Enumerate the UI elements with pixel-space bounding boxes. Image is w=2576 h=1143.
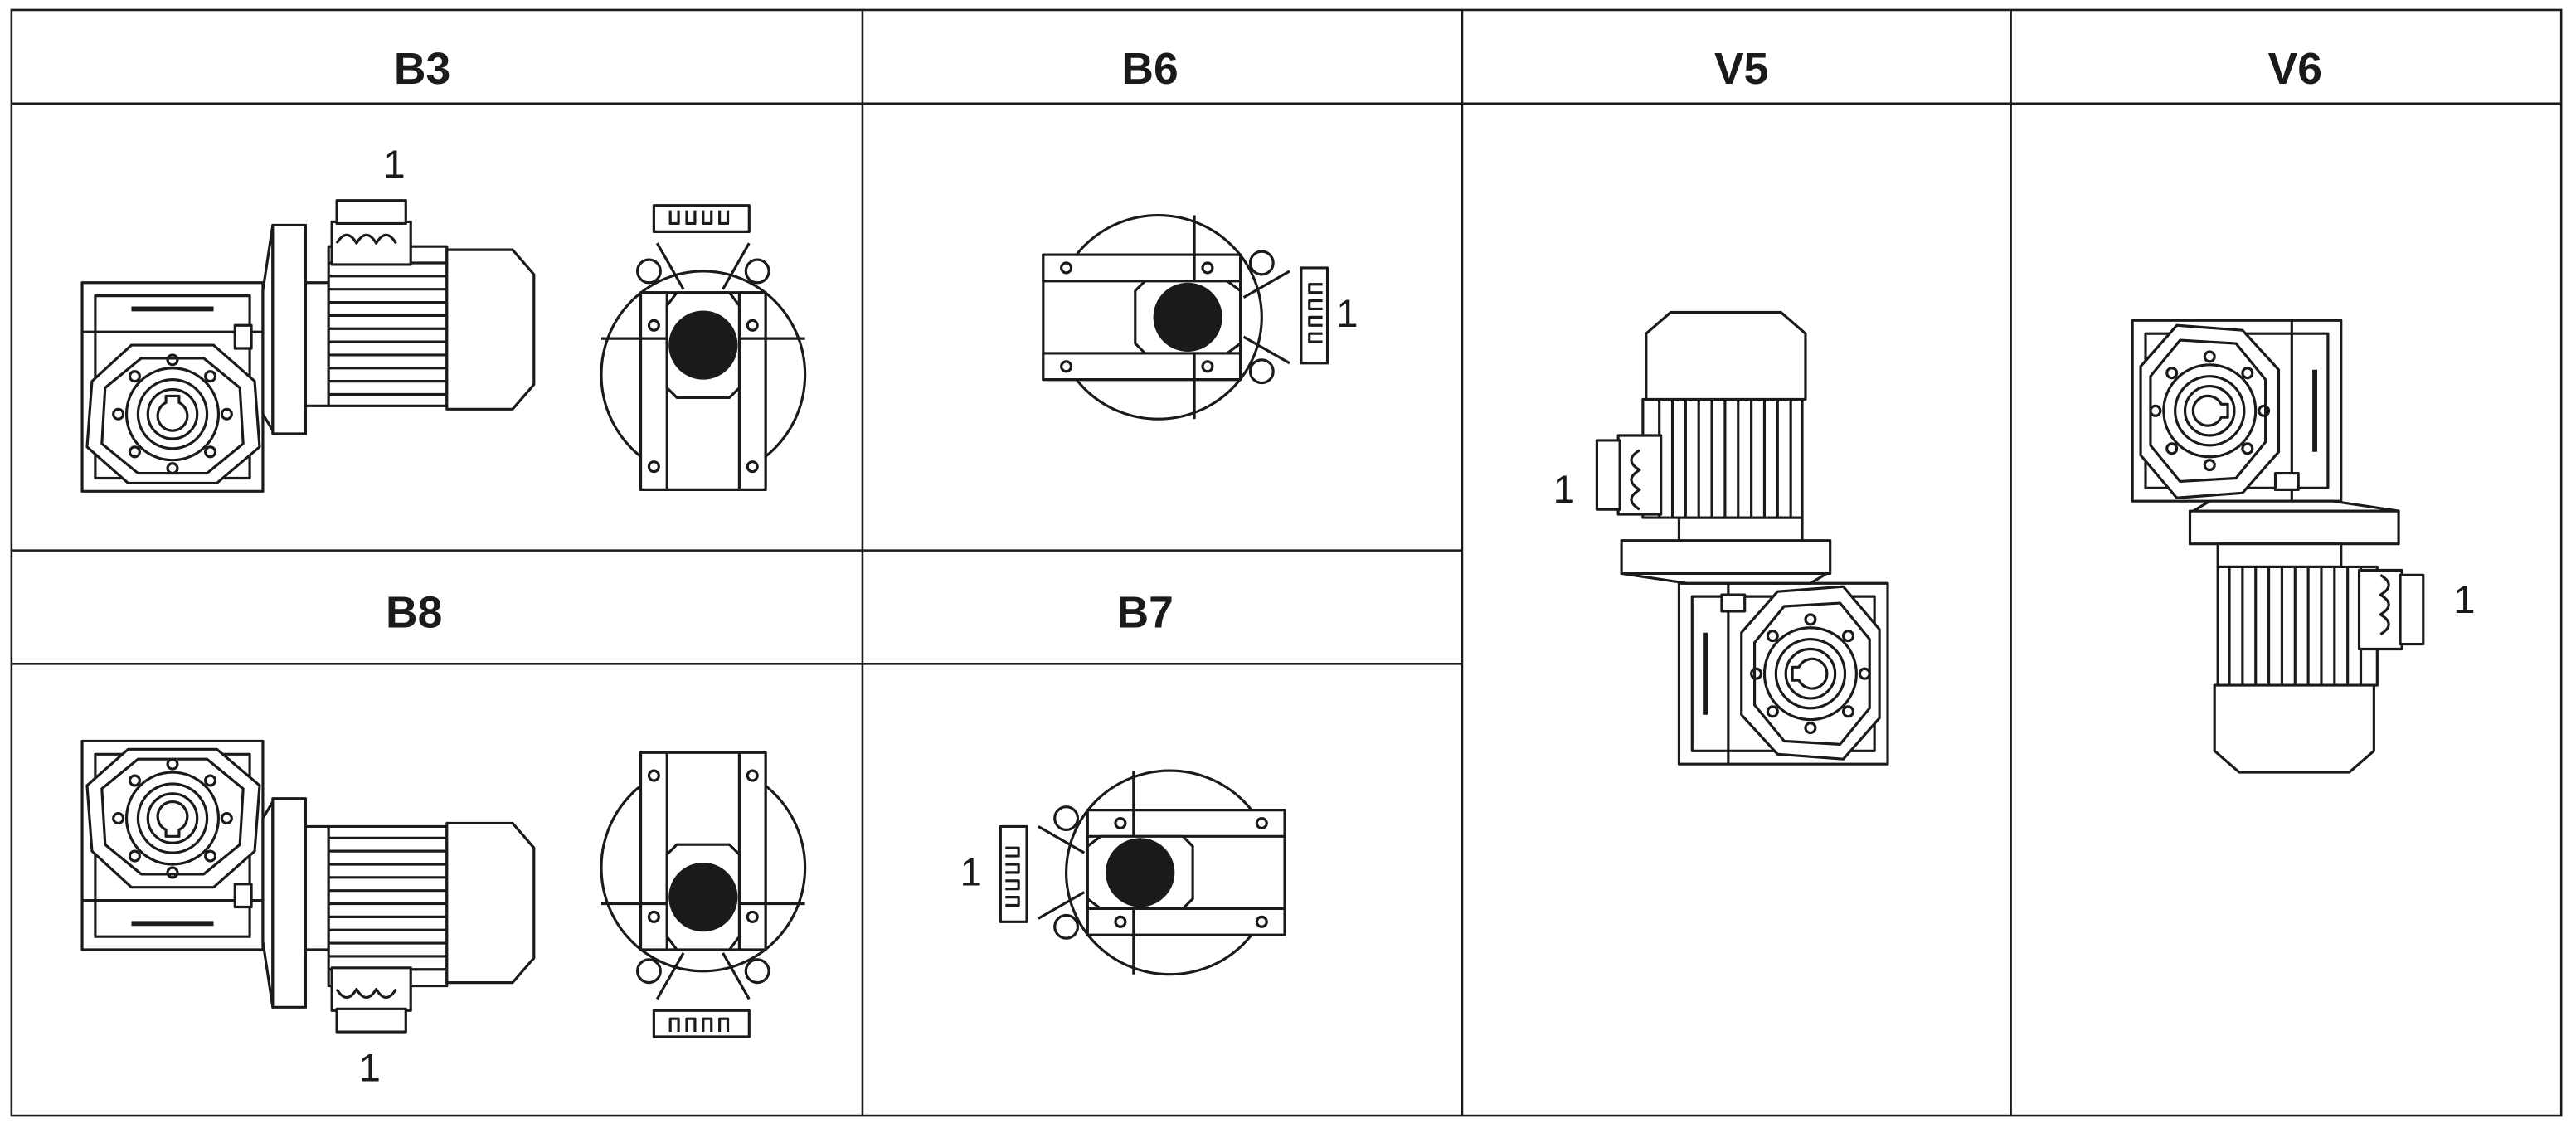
table-grid [10, 8, 2563, 1117]
header-v5: V5 [1714, 45, 1768, 94]
b3-side-view-drawing [82, 201, 534, 492]
header-b6: B6 [1121, 45, 1178, 94]
b8-terminal-box-label: 1 [358, 1046, 380, 1090]
b8-side-view-drawing [82, 741, 534, 1032]
b7-end-view-drawing [999, 769, 1286, 976]
header-b7: B7 [1116, 589, 1173, 638]
b3-terminal-box-label: 1 [383, 143, 405, 187]
v5-drawing [1597, 312, 1888, 764]
header-b8: B8 [386, 589, 442, 638]
b7-terminal-box-label: 1 [960, 851, 981, 895]
b8-end-view-drawing [600, 751, 807, 1038]
v6-terminal-box-label: 1 [2453, 578, 2475, 622]
b6-terminal-box-label: 1 [1336, 292, 1358, 336]
header-b3: B3 [394, 45, 450, 94]
header-v6: V6 [2268, 45, 2322, 94]
b3-end-view-drawing [600, 204, 807, 491]
v6-drawing [2132, 320, 2423, 772]
b6-end-view-drawing [1042, 213, 1329, 421]
v5-terminal-box-label: 1 [1553, 468, 1575, 512]
